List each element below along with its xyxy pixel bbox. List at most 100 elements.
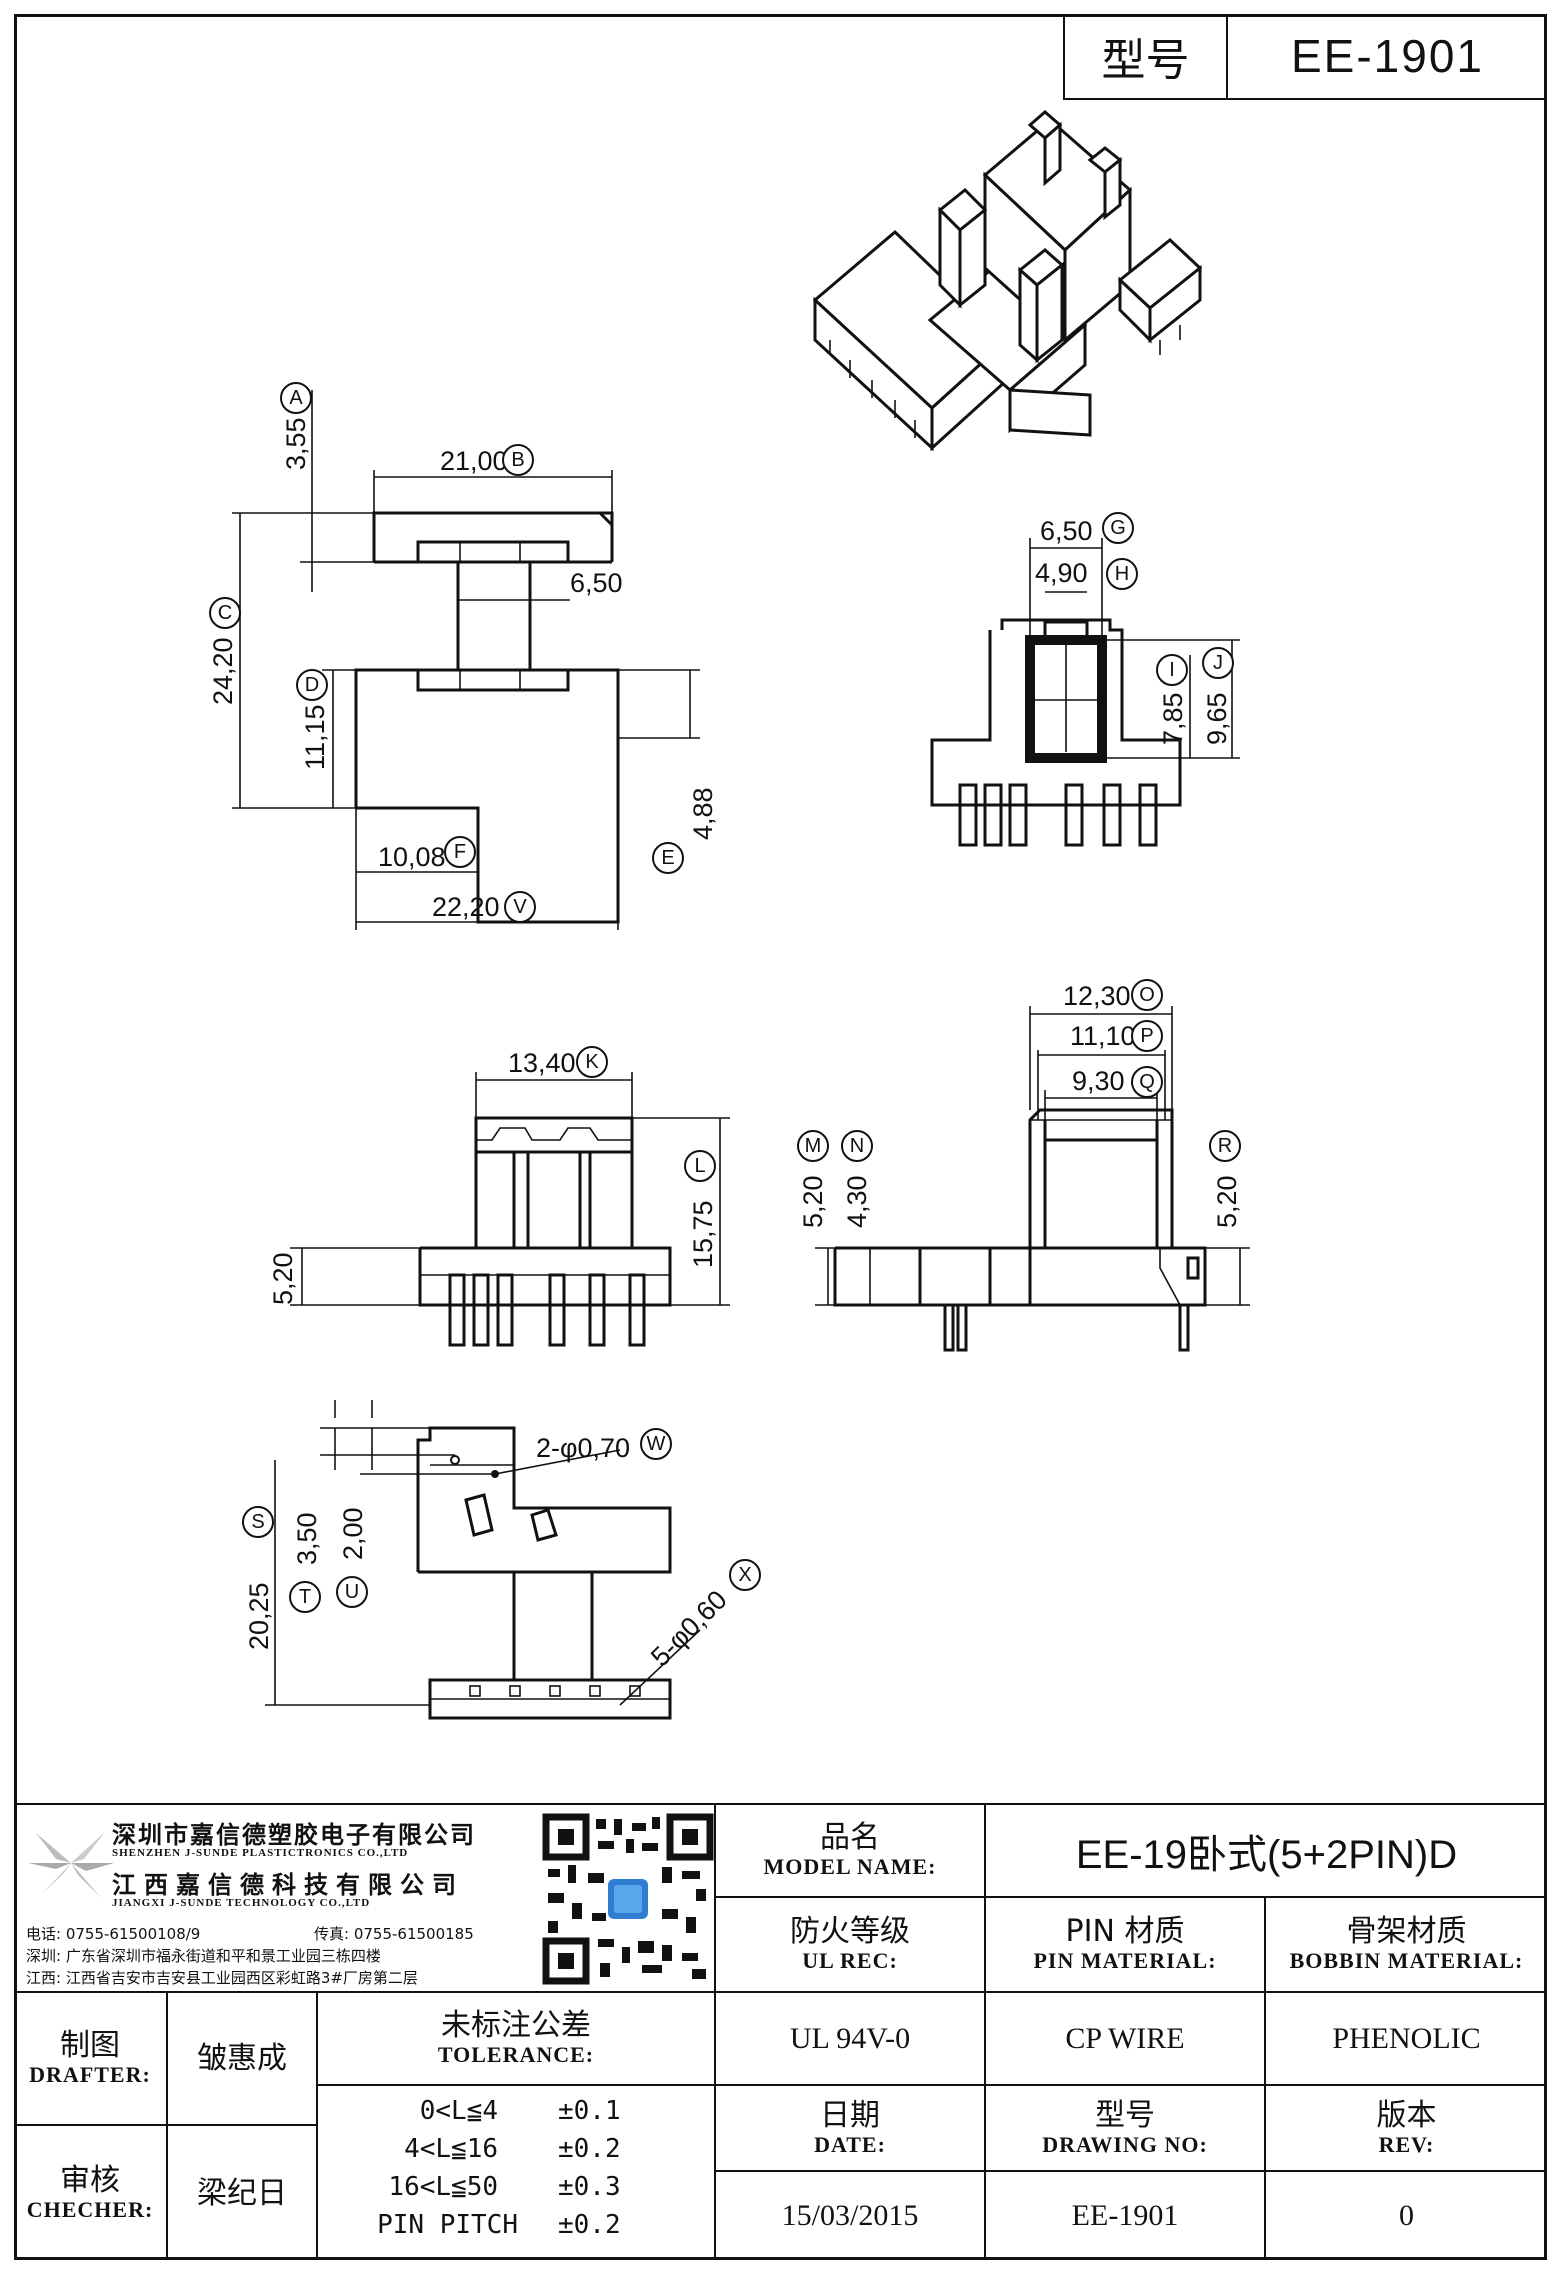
date-label-cell: 日期 DATE:	[714, 2084, 986, 2172]
label-L: L	[694, 1155, 705, 1177]
label-I: I	[1169, 659, 1175, 681]
ul-value-cell: UL 94V-0	[714, 1991, 986, 2086]
front-view: 13,40 K 15,75 L 5,20	[268, 1046, 730, 1347]
drawing-no-value-cell: EE-1901	[984, 2170, 1266, 2260]
tolerance-value-1: ±0.2	[558, 2134, 621, 2164]
model-name-label-en: MODEL NAME:	[763, 1854, 937, 1879]
label-U: U	[345, 1581, 359, 1603]
dim-12-30: 12,30	[1063, 981, 1131, 1011]
label-H: H	[1115, 563, 1129, 585]
date-label-zh: 日期	[820, 2097, 880, 2133]
dim-9-65: 9,65	[1202, 692, 1232, 745]
top-view: 21,00 B A 3,55 6,50 24,20 C 11,15 D 4,88…	[208, 382, 718, 930]
label-G: G	[1110, 517, 1126, 539]
drafter-label-zh: 制图	[60, 2028, 120, 2063]
label-E: E	[661, 847, 674, 869]
bobbin-value-cell: PHENOLIC	[1264, 1991, 1547, 2086]
dim-10-08: 10,08	[378, 842, 446, 872]
tolerance-range-2: 16<L≦50	[388, 2172, 498, 2202]
rev-label-en: REV:	[1378, 2131, 1435, 2157]
pin-value: CP WIRE	[1065, 2021, 1185, 2055]
dim-21-00: 21,00	[440, 446, 508, 476]
label-M: M	[805, 1135, 822, 1157]
drawing-no-value: EE-1901	[1071, 2199, 1179, 2232]
ul-label-cell: 防火等级 UL REC:	[714, 1896, 986, 1993]
tolerance-value-0: ±0.1	[558, 2096, 621, 2126]
label-P: P	[1140, 1025, 1153, 1047]
label-V: V	[513, 896, 527, 918]
model-name-label-zh: 品名	[820, 1820, 880, 1855]
ul-label-zh: 防火等级	[790, 1914, 910, 1949]
dim-4-30: 4,30	[842, 1175, 872, 1228]
date-label-en: DATE:	[814, 2131, 886, 2157]
bottom-view: 2-φ0,70 W 20,25 S 3,50 T 2,00 U 5-φ0,60 …	[242, 1400, 761, 1720]
right-view: 12,30 O 11,10 P 9,30 Q 5,20 M 4,30 N 5,2…	[797, 979, 1250, 1352]
company-phone: 电话: 0755-61500108/9	[26, 1925, 201, 1943]
company-address-jx: 江西: 江西省吉安市吉安县工业园西区彩虹路3#厂房第二层	[26, 1969, 418, 1987]
dim-13-40: 13,40	[508, 1048, 576, 1078]
label-W: W	[647, 1433, 666, 1455]
tolerance-range-0: 0<L≦4	[419, 2096, 498, 2126]
date-value: 15/03/2015	[781, 2199, 919, 2232]
rev-value: 0	[1399, 2199, 1414, 2232]
checker-name-cell: 梁纪日	[166, 2124, 318, 2260]
bobbin-label-en: BOBBIN MATERIAL:	[1289, 1948, 1524, 1973]
label-S: S	[251, 1511, 264, 1533]
ul-label-en: UL REC:	[802, 1948, 898, 1973]
company-name-sz-en: SHENZHEN J-SUNDE PLASTICTRONICS CO.,LTD	[112, 1847, 409, 1859]
dim-2-phi-0-70: 2-φ0,70	[536, 1433, 630, 1463]
drawing-no-label-en: DRAWING NO:	[1042, 2131, 1208, 2157]
dim-6-50-top: 6,50	[570, 568, 623, 598]
dim-11-15: 11,15	[300, 704, 330, 770]
pin-label-zh: PIN 材质	[1065, 1914, 1185, 1949]
rev-label-zh: 版本	[1376, 2097, 1437, 2133]
pin-label-en: PIN MATERIAL:	[1033, 1948, 1217, 1973]
drawing-sheet	[14, 14, 1547, 2260]
bobbin-label-cell: 骨架材质 BOBBIN MATERIAL:	[1264, 1896, 1547, 1993]
date-value-cell: 15/03/2015	[714, 2170, 986, 2260]
tolerance-range-1: 4<L≦16	[404, 2134, 498, 2164]
dim-22-20: 22,20	[432, 892, 500, 922]
label-B: B	[511, 449, 524, 471]
checker-label-en: CHECHER:	[26, 2196, 154, 2222]
company-name-jx-en: JIANGXI J-SUNDE TECHNOLOGY CO.,LTD	[112, 1897, 371, 1909]
dim-15-75: 15,75	[688, 1200, 718, 1268]
label-K: K	[585, 1051, 599, 1073]
pin-label-cell: PIN 材质 PIN MATERIAL:	[984, 1896, 1266, 1993]
label-C: C	[218, 602, 232, 624]
drafter-label-en: DRAFTER:	[29, 2062, 151, 2087]
side-view: 6,50 G 4,90 H 7,85 I 9,65 J	[930, 512, 1240, 847]
label-D: D	[305, 674, 319, 696]
dim-4-90: 4,90	[1035, 558, 1088, 588]
label-O: O	[1139, 984, 1155, 1006]
label-X: X	[738, 1564, 751, 1586]
dim-4-88: 4,88	[688, 787, 718, 840]
company-name-sz: 深圳市嘉信德塑胶电子有限公司	[112, 1821, 476, 1849]
tolerance-label-zh: 未标注公差	[441, 2008, 591, 2043]
dim-5-20-r: 5,20	[1212, 1175, 1242, 1228]
tolerance-table: 0<L≦4 ±0.1 4<L≦16 ±0.2 16<L≦50 ±0.3 PIN …	[316, 2084, 716, 2260]
dim-5-phi-0-60: 5-φ0,60	[645, 1585, 733, 1673]
company-logo-icon	[28, 1831, 114, 1898]
label-J: J	[1213, 652, 1223, 674]
checker-name: 梁纪日	[197, 2175, 287, 2211]
header-model-label-cell: 型号	[1063, 14, 1228, 100]
bobbin-label-zh: 骨架材质	[1346, 1914, 1467, 1949]
dim-24-20: 24,20	[208, 637, 238, 705]
header-model-value: EE-1901	[1290, 30, 1484, 82]
checker-label-cell: 审核 CHECHER:	[14, 2124, 168, 2260]
tolerance-value-3: ±0.2	[558, 2210, 621, 2240]
ul-value: UL 94V-0	[789, 2021, 911, 2055]
label-T: T	[299, 1586, 311, 1608]
dim-6-50-g: 6,50	[1040, 516, 1093, 546]
company-name-jx: 江西嘉信德科技有限公司	[112, 1871, 464, 1899]
label-F: F	[454, 841, 466, 863]
tolerance-range-3: PIN PITCH	[377, 2210, 518, 2240]
isometric-view	[812, 110, 1203, 452]
label-N: N	[850, 1135, 864, 1157]
dim-5-20-left: 5,20	[268, 1252, 298, 1305]
drafter-name: 皱惠成	[197, 2041, 287, 2076]
dim-5-20-m: 5,20	[798, 1175, 828, 1228]
tolerance-header-cell: 未标注公差 TOLERANCE:	[316, 1991, 716, 2086]
drawing-no-label-zh: 型号	[1095, 2097, 1155, 2133]
